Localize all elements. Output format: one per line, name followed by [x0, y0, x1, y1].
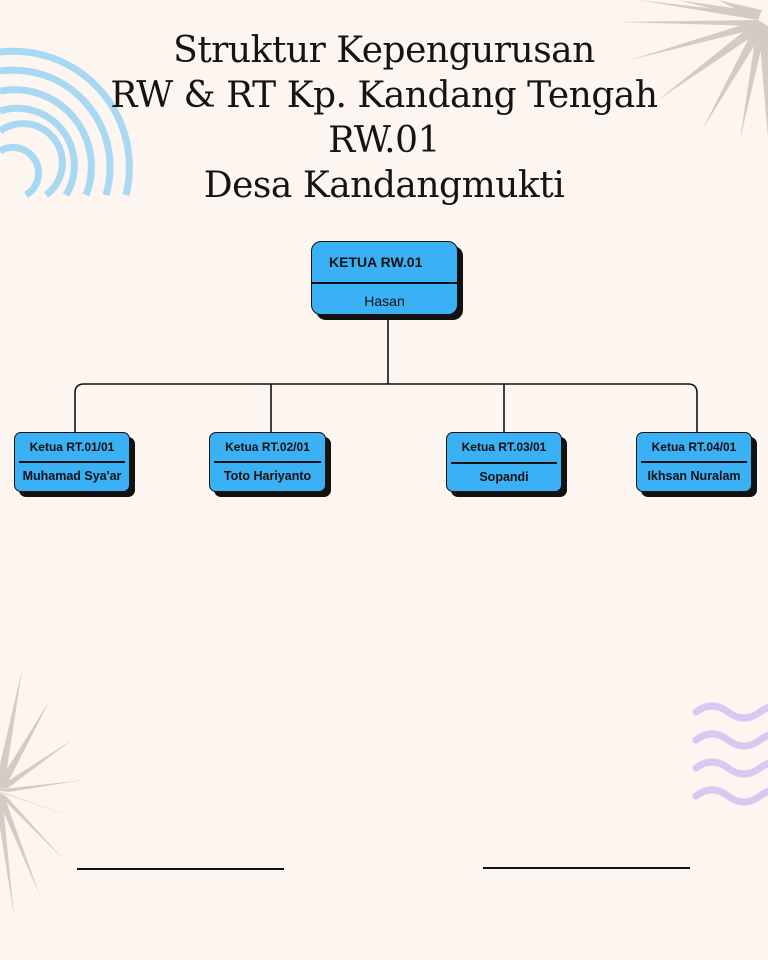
box-divider	[311, 282, 458, 284]
starburst-icon	[618, 0, 768, 140]
rw-head-box: KETUA RW.01 Hasan	[311, 241, 458, 315]
rw-role-label: KETUA RW.01	[329, 254, 423, 270]
wave-lines-icon	[692, 702, 768, 806]
box-divider	[451, 462, 557, 464]
rt-name-label: Ikhsan Nuralam	[647, 469, 741, 483]
box-divider	[641, 461, 747, 463]
rt-name-label: Sopandi	[479, 470, 529, 484]
rt-head-box: Ketua RT.02/01 Toto Hariyanto	[209, 432, 326, 492]
box-divider	[214, 461, 321, 463]
rt-name-label: Muhamad Sya'ar	[22, 469, 122, 483]
rt-role-label: Ketua RT.04/01	[651, 440, 737, 454]
rt-head-box: Ketua RT.01/01 Muhamad Sya'ar	[14, 432, 130, 492]
title-line: Desa Kandangmukti	[203, 165, 565, 206]
signature-line	[483, 867, 690, 869]
page-title: Struktur Kepengurusan RW & RT Kp. Kandan…	[0, 28, 768, 208]
concentric-arcs-icon	[0, 47, 133, 199]
title-line: Struktur Kepengurusan	[173, 30, 595, 71]
rt-role-label: Ketua RT.01/01	[29, 440, 115, 454]
title-line: RW.01	[328, 120, 440, 161]
rt-role-label: Ketua RT.03/01	[461, 440, 547, 454]
starburst-icon	[0, 670, 84, 916]
rt-head-box: Ketua RT.03/01 Sopandi	[446, 432, 562, 492]
rt-head-box: Ketua RT.04/01 Ikhsan Nuralam	[636, 432, 752, 492]
rt-name-label: Toto Hariyanto	[223, 469, 312, 483]
title-line: RW & RT Kp. Kandang Tengah	[110, 75, 658, 116]
rw-name-label: Hasan	[364, 293, 405, 309]
signature-line	[77, 868, 284, 870]
box-divider	[19, 461, 125, 463]
rt-role-label: Ketua RT.02/01	[225, 440, 310, 454]
